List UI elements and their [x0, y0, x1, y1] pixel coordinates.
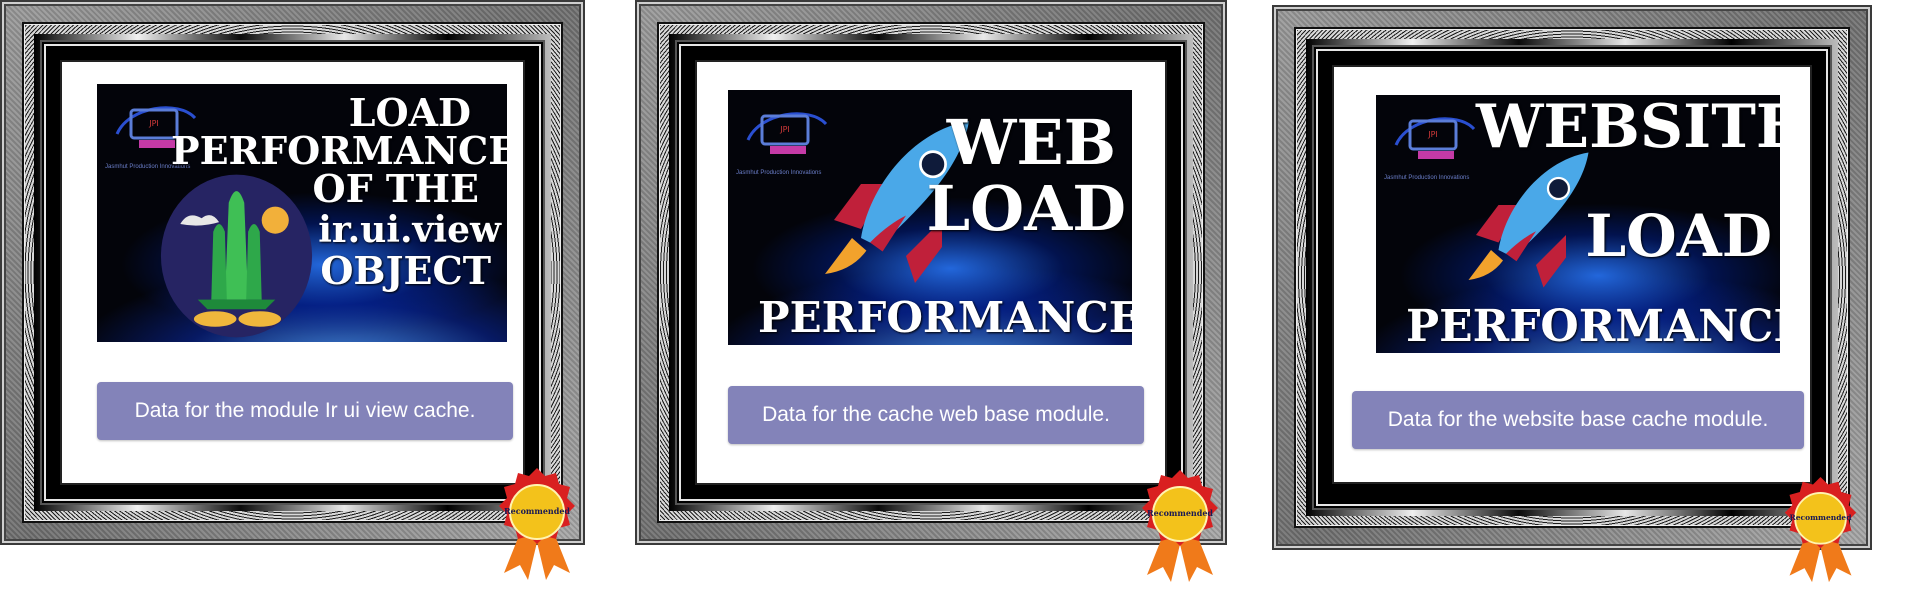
module-description-button[interactable]: Data for the module Ir ui view cache. — [97, 382, 513, 440]
banner-title-line: OF THE — [312, 166, 479, 211]
banner-title-line: PERFORMANCE — [171, 128, 507, 173]
banner-subtitle: PERFORMANCE — [758, 293, 1132, 342]
banner-title: WEB LOAD — [906, 112, 1126, 240]
banner-title-line: ir.ui.view — [318, 209, 501, 251]
module-description-button[interactable]: Data for the cache web base module. — [728, 386, 1144, 444]
svg-text:JPI: JPI — [1427, 130, 1438, 139]
rocket-icon — [1468, 152, 1589, 288]
banner-title: LOAD PERFORMANCE OF THE ir.ui.view OBJEC… — [171, 90, 507, 293]
svg-text:JPI: JPI — [779, 125, 790, 134]
banner-title: WEBSITE — [1476, 95, 1780, 162]
logo-caption: Jasmhut Production Innovations — [105, 164, 191, 170]
logo-caption: Jasmhut Production Innovations — [736, 170, 822, 176]
badge-label: Recommended — [1790, 513, 1853, 522]
badge-label: Recommended — [1147, 508, 1213, 518]
rocket-icon — [825, 121, 969, 283]
card-content: JPI Jasmhut Production Innovations LOAD … — [60, 60, 525, 485]
company-logo-icon: JPI — [1394, 117, 1476, 159]
module-card-1[interactable]: JPI Jasmhut Production Innovations LOAD … — [0, 0, 585, 580]
svg-text:JPI: JPI — [148, 119, 159, 128]
module-card-2[interactable]: JPI Jasmhut Production Innovations WEB L… — [635, 0, 1227, 582]
company-logo-icon: JPI — [746, 112, 828, 154]
module-description-button[interactable]: Data for the website base cache module. — [1352, 391, 1804, 449]
company-logo-icon: JPI — [115, 106, 197, 148]
card-content: JPI Jasmhut Production Innovations WEB L… — [695, 60, 1167, 485]
module-banner-image[interactable]: JPI Jasmhut Production Innovations LOAD … — [97, 84, 507, 342]
banner-title-line: WEB — [946, 106, 1116, 179]
banner-title-line: LOAD — [926, 172, 1126, 245]
banner-title-line: OBJECT — [320, 248, 491, 293]
recommended-badge-icon: Recommended — [499, 468, 575, 580]
badge-label: Recommended — [504, 506, 570, 516]
module-banner-image[interactable]: JPI Jasmhut Production Innovations WEBSI… — [1376, 95, 1780, 353]
card-content: JPI Jasmhut Production Innovations WEBSI… — [1332, 65, 1812, 484]
logo-caption: Jasmhut Production Innovations — [1384, 175, 1470, 181]
module-card-3[interactable]: JPI Jasmhut Production Innovations WEBSI… — [1272, 5, 1872, 583]
module-banner-image[interactable]: JPI Jasmhut Production Innovations WEB L… — [728, 90, 1132, 345]
banner-title-line: LOAD — [348, 90, 471, 135]
banner-subtitle: PERFORMANCE — [1406, 301, 1780, 352]
recommended-badge-icon: Recommended — [1784, 477, 1857, 583]
recommended-badge-icon: Recommended — [1142, 470, 1218, 582]
space-shuttle-icon — [160, 174, 313, 338]
banner-title-line: LOAD — [1585, 202, 1772, 270]
